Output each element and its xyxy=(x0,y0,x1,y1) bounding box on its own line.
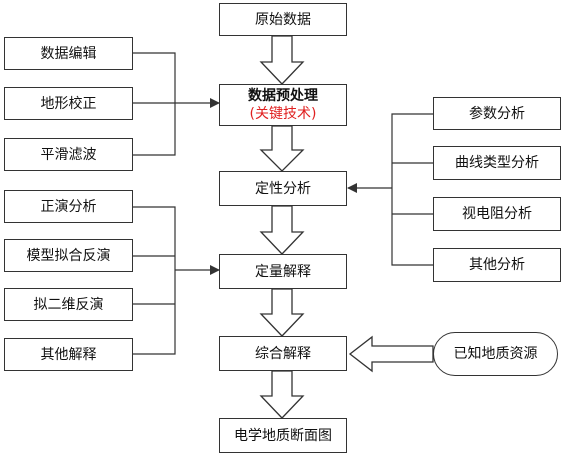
preprocess-note: (关键技术) xyxy=(249,106,317,122)
quantitative-box: 定量解释 xyxy=(219,254,347,289)
integrated-label: 综合解释 xyxy=(255,345,311,362)
preprocess-box: 数据预处理 (关键技术) xyxy=(219,84,347,126)
flow-arrow-quantitative-to-integrated xyxy=(259,288,305,337)
apparent-resistivity-analysis-label: 视电阻分析 xyxy=(462,206,532,222)
qualitative-box: 定性分析 xyxy=(219,171,347,206)
data-edit-box: 数据编辑 xyxy=(4,37,133,70)
smoothing-box: 平滑滤波 xyxy=(4,138,133,171)
raw-data-label: 原始数据 xyxy=(255,11,311,28)
flow-arrow-raw-to-preprocess xyxy=(259,35,305,85)
flow-arrow-integrated-to-section xyxy=(259,370,305,419)
integrated-box: 综合解释 xyxy=(219,336,347,371)
qualitative-label: 定性分析 xyxy=(255,180,311,197)
known-geology-box: 已知地质资源 xyxy=(433,332,558,376)
flow-arrow-qualitative-to-quantitative xyxy=(259,205,305,255)
smoothing-label: 平滑滤波 xyxy=(40,146,97,163)
section-map-box: 电学地质断面图 xyxy=(219,418,347,453)
apparent-resistivity-analysis-box: 视电阻分析 xyxy=(433,197,561,231)
other-analysis-box: 其他分析 xyxy=(433,248,561,282)
connector-quantitative-inputs xyxy=(133,206,220,355)
forward-analysis-label: 正演分析 xyxy=(40,198,97,215)
other-analysis-label: 其他分析 xyxy=(469,257,525,273)
pseudo-2d-inversion-label: 拟二维反演 xyxy=(33,296,104,313)
param-analysis-box: 参数分析 xyxy=(433,97,561,130)
curve-type-analysis-box: 曲线类型分析 xyxy=(433,146,561,180)
connector-preprocess-inputs xyxy=(133,52,220,156)
terrain-correction-label: 地形校正 xyxy=(40,95,97,112)
forward-analysis-box: 正演分析 xyxy=(4,190,133,223)
curve-type-analysis-label: 曲线类型分析 xyxy=(455,155,539,171)
known-geology-label: 已知地质资源 xyxy=(453,346,538,362)
param-analysis-label: 参数分析 xyxy=(469,105,525,122)
connector-qualitative-inputs xyxy=(347,113,433,266)
data-edit-label: 数据编辑 xyxy=(40,45,97,62)
flow-arrow-preprocess-to-qualitative xyxy=(259,125,305,172)
section-map-label: 电学地质断面图 xyxy=(234,427,332,444)
terrain-correction-box: 地形校正 xyxy=(4,87,133,120)
pseudo-2d-inversion-box: 拟二维反演 xyxy=(4,288,133,321)
other-interpretation-label: 其他解释 xyxy=(40,346,97,363)
preprocess-label: 数据预处理 xyxy=(248,88,318,104)
flow-arrow-known-to-integrated xyxy=(348,335,434,373)
other-interpretation-box: 其他解释 xyxy=(4,338,133,371)
model-fit-inversion-label: 模型拟合反演 xyxy=(26,247,111,264)
quantitative-label: 定量解释 xyxy=(255,263,311,280)
raw-data-box: 原始数据 xyxy=(219,3,347,36)
model-fit-inversion-box: 模型拟合反演 xyxy=(4,239,133,272)
